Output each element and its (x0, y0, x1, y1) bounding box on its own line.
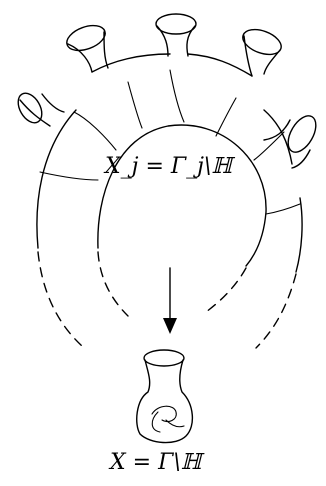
seam-5 (215, 97, 237, 137)
funnel-1 (17, 92, 65, 127)
outer-boundary-arc (36, 53, 303, 273)
funnel-3 (155, 13, 197, 57)
inner-dash-left (97, 251, 129, 317)
inner-dash-right (205, 267, 247, 313)
seam-1 (39, 171, 99, 181)
handle-loop (151, 405, 177, 433)
funnel-2 (66, 24, 109, 73)
covering-arrow (163, 267, 177, 334)
covering-space-label: X_j = Γ_j\ℍ (105, 154, 233, 179)
seam-2 (73, 111, 117, 151)
seam-7 (265, 203, 301, 215)
arrow-head (163, 318, 177, 334)
base-space-label: X = Γ\ℍ (110, 450, 202, 475)
base-surface (136, 349, 193, 444)
inner-boundary-arc (97, 124, 267, 267)
funnel-4 (242, 28, 282, 77)
covering-surface (17, 13, 317, 349)
seam-4 (169, 69, 185, 123)
outer-dash-right (255, 273, 297, 349)
funnel-5 (263, 115, 317, 169)
seam-6 (253, 131, 285, 161)
outer-dash-left (37, 251, 83, 347)
seam-3 (127, 81, 143, 129)
